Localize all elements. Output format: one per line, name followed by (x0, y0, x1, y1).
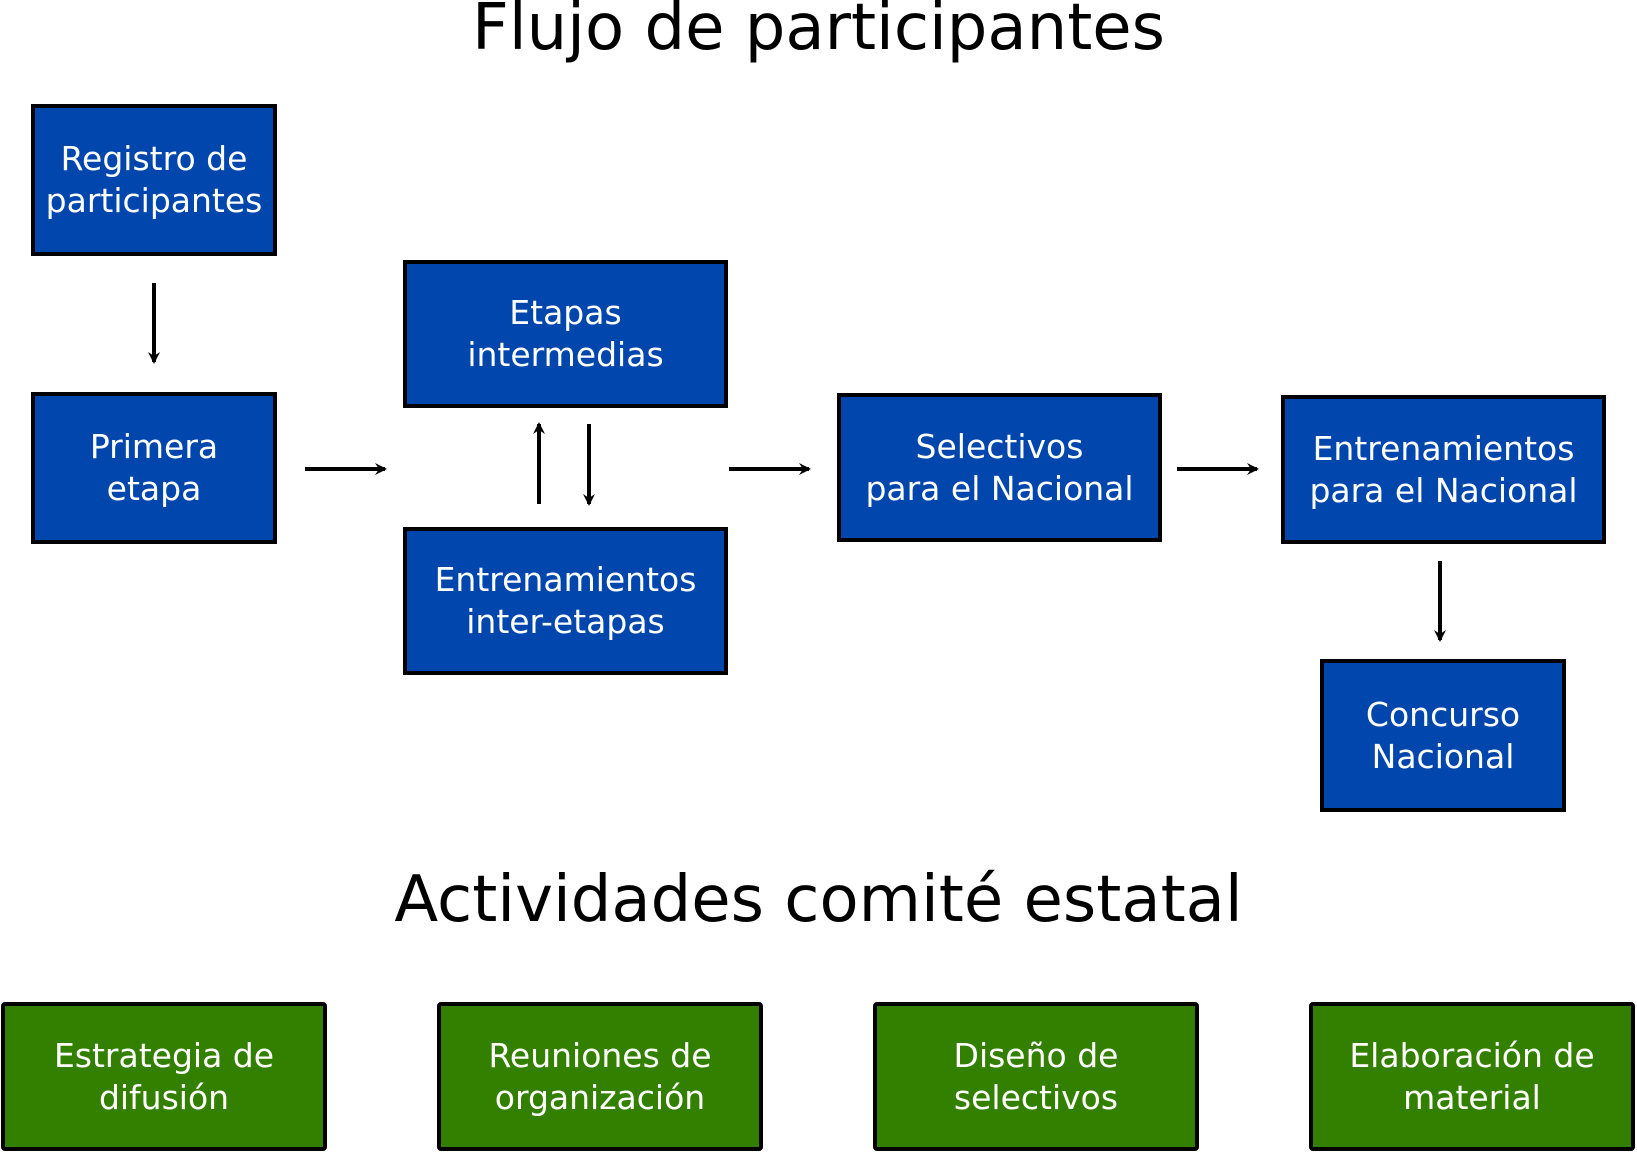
activity-label: material (1403, 1077, 1541, 1117)
node-label: participantes (45, 181, 263, 220)
node-label: etapa (106, 469, 202, 508)
node-label: para el Nacional (865, 468, 1134, 508)
committee-title: Actividades comité estatal (394, 863, 1243, 937)
node-label: intermedias (467, 335, 664, 374)
node-label: Registro de (60, 139, 248, 178)
flow-title: Flujo de participantes (472, 0, 1165, 65)
activity-label: Diseño de (953, 1035, 1119, 1075)
activity-label: selectivos (953, 1077, 1119, 1117)
node-label: Selectivos (915, 426, 1084, 466)
activity-label: Reuniones de (488, 1035, 712, 1075)
node-label: Nacional (1371, 736, 1515, 776)
node-label: Primera (89, 427, 219, 466)
activity-label: Estrategia de (53, 1035, 275, 1075)
activity-label: Elaboración de (1349, 1035, 1595, 1075)
node-label: Entrenamientos (434, 560, 697, 599)
activity-label: difusión (98, 1077, 230, 1117)
node-label: inter-etapas (466, 602, 665, 641)
node-label: para el Nacional (1309, 470, 1578, 510)
node-label: Concurso (1365, 694, 1521, 734)
activity-label: organización (494, 1077, 706, 1117)
node-label: Entrenamientos (1312, 428, 1575, 468)
node-label: Etapas (509, 293, 622, 332)
